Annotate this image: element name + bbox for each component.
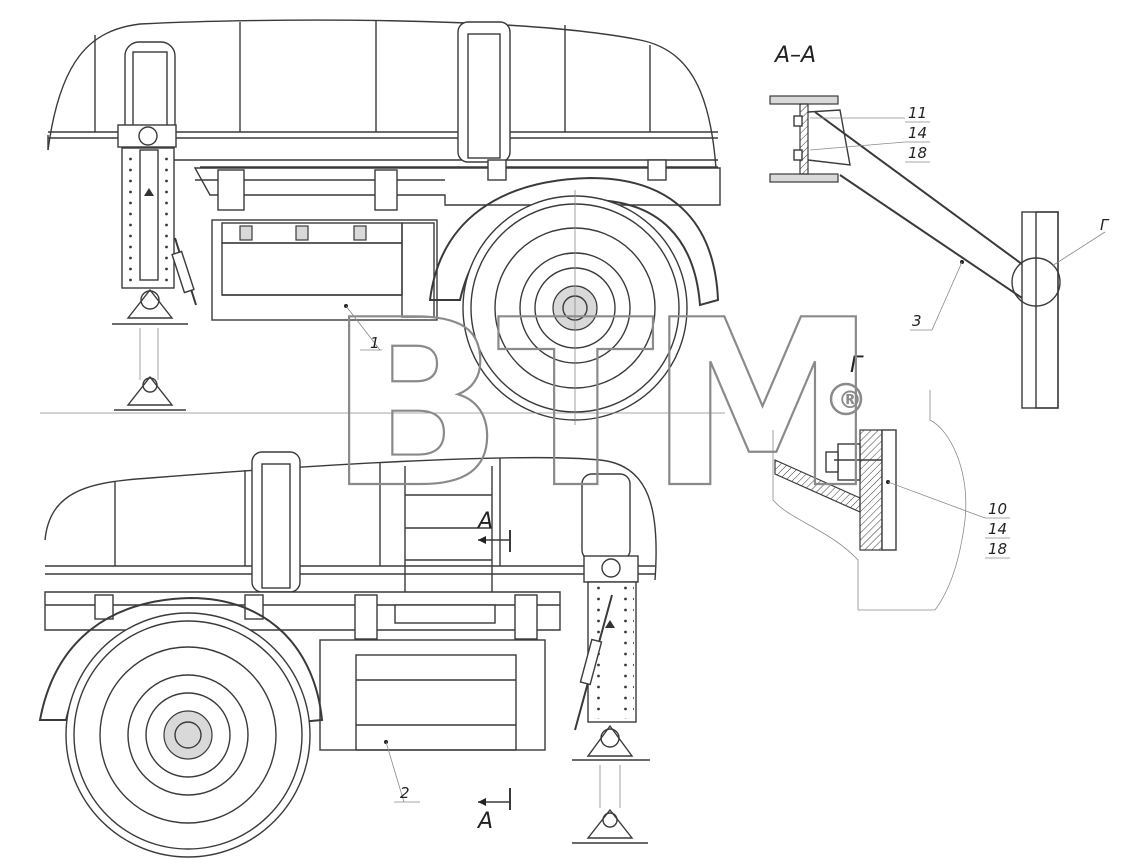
watermark: BTM ® bbox=[327, 271, 878, 540]
detail-title: Г bbox=[850, 353, 864, 378]
upper-side-view bbox=[40, 19, 725, 425]
item-2-label: 2 bbox=[400, 784, 410, 802]
label-stack-detail-2: 18 bbox=[988, 540, 1007, 558]
item-1-label: 1 bbox=[370, 334, 380, 352]
detail-g-view bbox=[772, 390, 967, 611]
section-title: А–А bbox=[773, 43, 816, 68]
watermark-registered-mark: ® bbox=[838, 386, 862, 414]
section-ref-upper: А bbox=[476, 509, 493, 534]
label-stack-section-2: 18 bbox=[908, 144, 927, 162]
item-3-label: 3 bbox=[912, 312, 922, 330]
watermark-text: BTM bbox=[328, 272, 871, 539]
detail-marker-label: Г bbox=[1100, 216, 1110, 234]
lower-side-view bbox=[38, 451, 657, 858]
callout-labels: А–А Г 11 14 18 Г 3 10 14 18 1 bbox=[344, 43, 1110, 834]
label-stack-detail-1: 14 bbox=[988, 520, 1007, 538]
label-stack-detail-0: 10 bbox=[988, 500, 1007, 518]
section-a-a-view bbox=[769, 95, 1061, 409]
label-stack-section-0: 11 bbox=[908, 104, 927, 122]
section-ref-lower: А bbox=[476, 809, 493, 834]
label-stack-section-1: 14 bbox=[908, 124, 927, 142]
